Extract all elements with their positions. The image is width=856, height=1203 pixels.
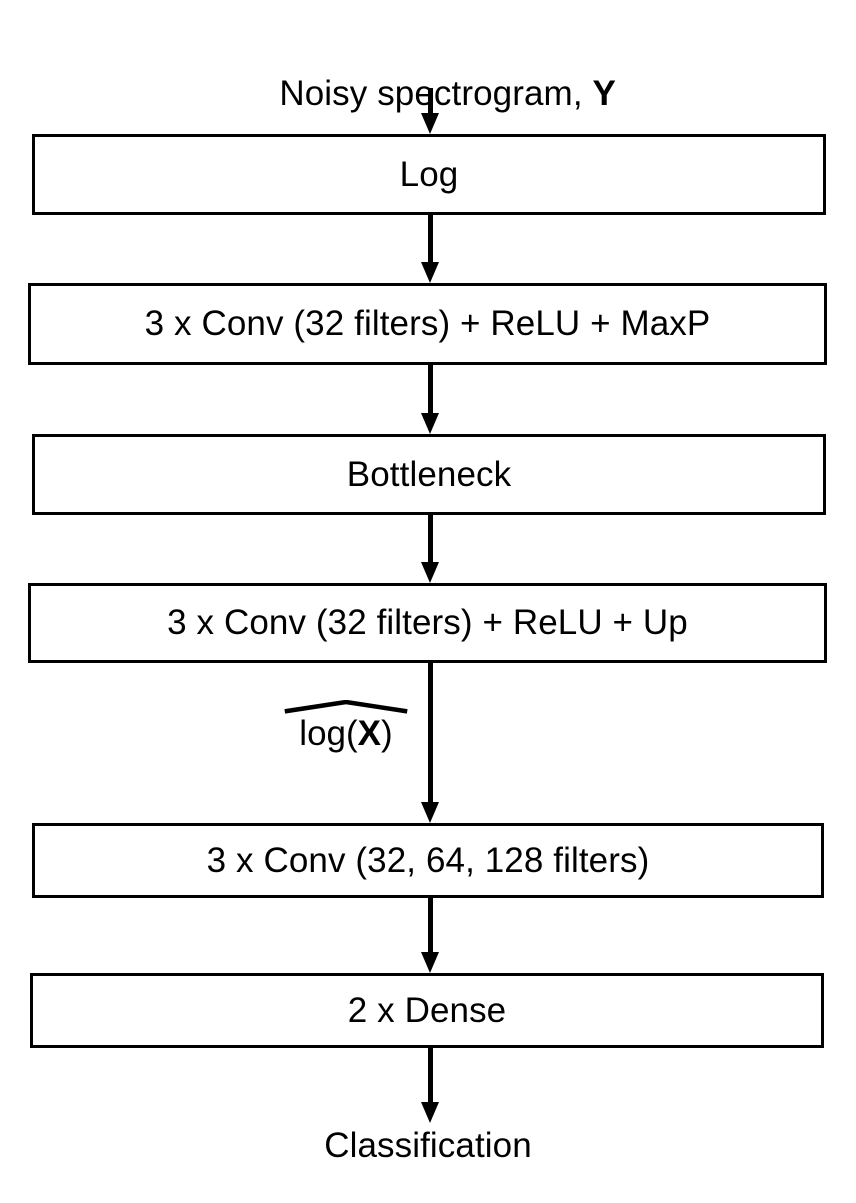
hat-accent-icon [284,700,408,714]
log-suffix: ) [381,714,393,753]
arrow-log-to-encoder-conv [421,215,440,283]
arrow-classifier-conv-to-dense [421,898,440,973]
block-decoder-conv[interactable]: 3 x Conv (32 filters) + ReLU + Up [28,583,827,663]
arrow-shaft [428,515,433,564]
block-dense-label: 2 x Dense [347,990,507,1030]
arrow-shaft [428,1048,433,1104]
arrow-head [421,562,439,583]
arrow-head [421,113,439,134]
arrow-shaft [428,215,433,264]
arrow-shaft [428,365,433,415]
input-label: Noisy spectrogram, Y [0,28,856,160]
arrow-head [421,802,439,823]
arrow-shaft [428,898,433,954]
block-classifier-conv-label: 3 x Conv (32, 64, 128 filters) [206,840,650,880]
block-classifier-conv[interactable]: 3 x Conv (32, 64, 128 filters) [32,823,824,898]
arrow-input-to-log [421,88,440,134]
arrow-shaft [428,88,433,115]
block-dense[interactable]: 2 x Dense [30,973,824,1048]
arrow-head [421,262,439,283]
block-encoder-conv[interactable]: 3 x Conv (32 filters) + ReLU + MaxP [28,283,827,365]
intermediate-label-expression: log(X) [281,715,411,753]
arrow-decoder-conv-to-classifier-conv [421,663,440,823]
log-prefix: log( [299,714,358,753]
block-encoder-conv-label: 3 x Conv (32 filters) + ReLU + MaxP [144,304,711,343]
input-label-text: Noisy spectrogram, [279,74,593,113]
arrow-dense-to-classification [421,1048,440,1123]
arrow-shaft [428,663,433,804]
arrow-head [421,952,439,973]
arrow-head [421,1102,439,1123]
block-log[interactable]: Log [32,134,826,215]
block-bottleneck-label: Bottleneck [346,454,512,494]
intermediate-label-log-x-hat: log(X) [281,700,411,753]
input-symbol-Y: Y [592,74,616,113]
block-log-label: Log [399,154,459,194]
block-decoder-conv-label: 3 x Conv (32 filters) + ReLU + Up [167,603,688,642]
arrow-head [421,413,439,434]
output-label: Classification [324,1126,532,1165]
arrow-encoder-conv-to-bottleneck [421,365,440,434]
intermediate-symbol-X: X [357,714,382,753]
block-bottleneck[interactable]: Bottleneck [32,434,826,515]
arrow-bottleneck-to-decoder-conv [421,515,440,583]
